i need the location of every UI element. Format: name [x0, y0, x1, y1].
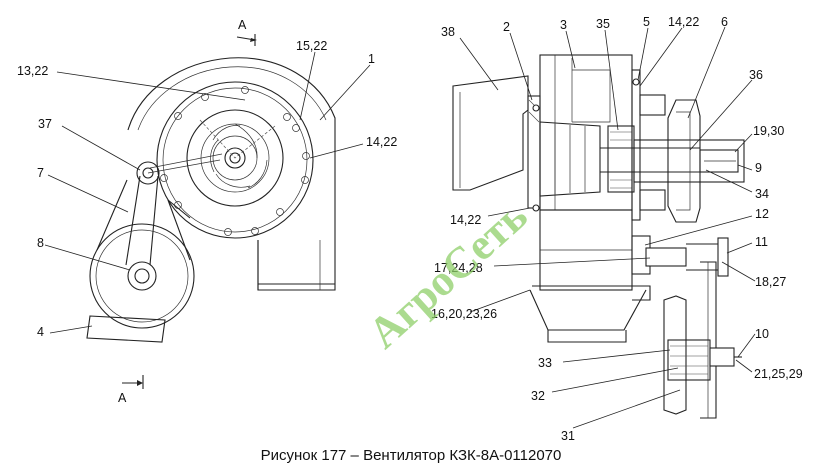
right-leader-lines — [459, 26, 756, 429]
label-31: 31 — [561, 429, 575, 443]
label-2: 2 — [503, 20, 510, 34]
label-14-22-top: 14,22 — [668, 15, 699, 29]
view-arrow-top — [236, 34, 257, 46]
label-34: 34 — [755, 187, 769, 201]
label-19-30: 19,30 — [753, 124, 784, 138]
view-arrow-bottom — [122, 375, 144, 389]
label-14-22-left: 14,22 — [366, 135, 397, 149]
label-1: 1 — [368, 52, 375, 66]
label-38: 38 — [441, 25, 455, 39]
figure-caption: Рисунок 177 – Вентилятор КЗК-8А-0112070 — [261, 447, 562, 464]
view-mark-top: А — [238, 18, 247, 32]
label-4: 4 — [37, 325, 44, 339]
left-leader-lines — [44, 51, 371, 334]
label-35: 35 — [596, 17, 610, 31]
label-9: 9 — [755, 161, 762, 175]
label-21-25-29: 21,25,29 — [754, 367, 803, 381]
right-section-view — [452, 54, 745, 419]
label-11: 11 — [755, 235, 768, 249]
label-13-22: 13,22 — [17, 64, 48, 78]
label-8: 8 — [37, 236, 44, 250]
label-36: 36 — [749, 68, 763, 82]
label-16-20-23-26: 16,20,23,26 — [431, 307, 497, 321]
label-3: 3 — [560, 18, 567, 32]
label-33: 33 — [538, 356, 552, 370]
label-18-27: 18,27 — [755, 275, 786, 289]
label-37: 37 — [38, 117, 52, 131]
label-15-22: 15,22 — [296, 39, 327, 53]
label-12: 12 — [755, 207, 769, 221]
label-7: 7 — [37, 166, 44, 180]
left-side-view — [86, 57, 336, 343]
label-6: 6 — [721, 15, 728, 29]
view-mark-bottom: А — [118, 391, 127, 405]
label-5: 5 — [643, 15, 650, 29]
label-14-22-mid: 14,22 — [450, 213, 481, 227]
label-32: 32 — [531, 389, 545, 403]
label-10: 10 — [755, 327, 769, 341]
watermark: АгроСеть — [359, 191, 537, 358]
label-17-24-28: 17,24,28 — [434, 261, 483, 275]
